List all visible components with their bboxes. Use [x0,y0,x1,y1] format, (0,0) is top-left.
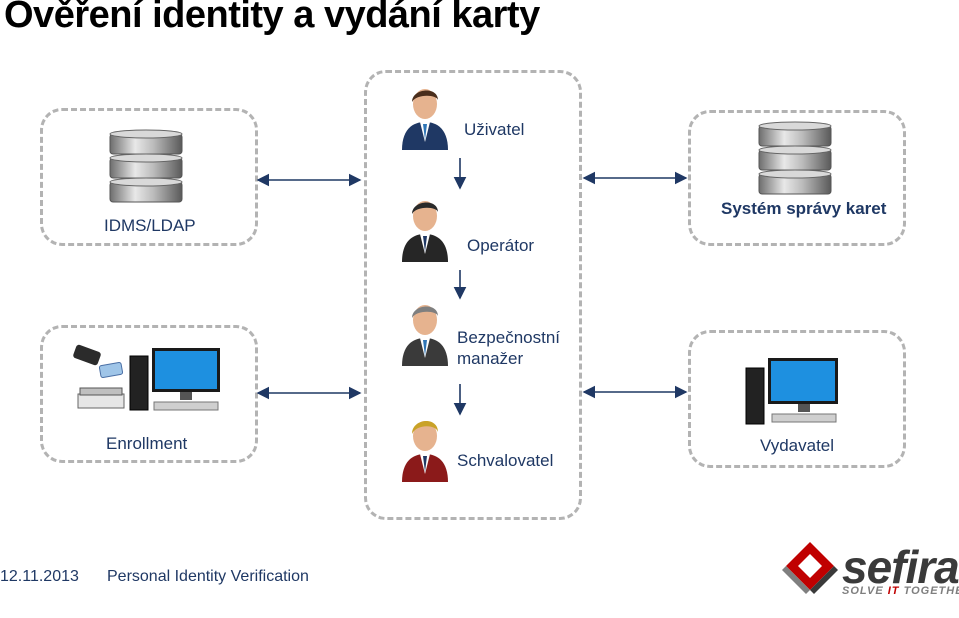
computer-icon [745,358,838,425]
sefira-logo-mark [782,542,838,594]
approver-label: Schvalovatel [457,451,554,470]
footer-text: Personal Identity Verification [107,568,309,585]
card-system-box [688,110,906,246]
enrollment-label: Enrollment [106,434,188,453]
sefira-tagline: SOLVE IT TOGETHER [842,585,959,597]
card-system-label: Systém správy karet [721,199,887,218]
scanner-icon [73,344,125,409]
issuer-label: Vydavatel [760,436,835,455]
sefira-logo-word: sefira [842,541,959,593]
operator-label: Operátor [467,236,535,255]
security-manager-label-line2: manažer [457,349,524,368]
idms-label: IDMS/LDAP [104,216,196,235]
security-manager-label-line1: Bezpečnostní [457,328,561,347]
person-icon [402,305,448,366]
database-icon [758,121,832,195]
issuer-box [688,330,906,468]
database-icon [109,129,183,203]
person-icon [402,201,448,262]
footer-date: 12.11.2013 [0,568,79,585]
person-icon [402,420,448,482]
computer-icon [129,348,220,411]
user-label: Uživatel [464,120,525,139]
workflow-box [364,70,582,520]
person-icon [402,89,448,150]
page-title: Ověření identity a vydání karty [4,0,540,36]
